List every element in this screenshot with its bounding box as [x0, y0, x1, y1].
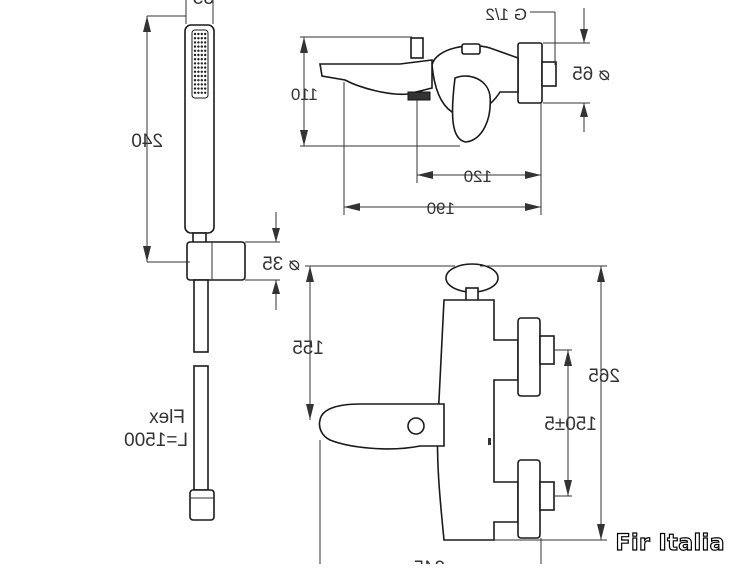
dimension-labels: 35 240 G 1/2 ⌀ 65 110 120 190 ⌀ 35 155 2…	[124, 0, 620, 569]
spray-dot	[193, 49, 197, 52]
spray-dot	[197, 32, 200, 36]
spray-dot	[197, 87, 200, 90]
dim-centers: 150±5	[544, 414, 597, 435]
spray-dot	[204, 87, 207, 90]
spray-dot	[197, 41, 200, 44]
spray-dot	[200, 79, 203, 82]
spray-dot	[204, 79, 207, 82]
dim-total-height: 265	[588, 366, 620, 387]
spray-dot	[200, 58, 203, 61]
spray-dot	[204, 41, 207, 44]
spray-dot	[193, 41, 197, 44]
dim-front-width: 245	[413, 558, 445, 564]
dim-spout-total: 190	[427, 199, 455, 218]
spray-face	[191, 29, 209, 99]
spray-dot	[200, 37, 203, 40]
spray-dot	[193, 83, 197, 86]
side-view	[300, 8, 590, 215]
spray-dot	[193, 70, 197, 74]
spray-dot	[204, 37, 207, 40]
spray-dot	[197, 49, 200, 52]
spray-dot	[193, 66, 197, 69]
dim-rosette-diameter: ⌀ 65	[572, 64, 610, 85]
spray-dot	[197, 37, 200, 40]
spray-dot	[200, 32, 203, 36]
spray-dot	[200, 62, 203, 65]
spray-dot	[204, 49, 207, 52]
spray-dot	[200, 87, 203, 90]
spray-dot	[197, 79, 200, 82]
spray-dot	[204, 70, 207, 74]
spray-dot	[200, 74, 203, 78]
spray-dot	[193, 58, 197, 61]
spray-dot	[200, 66, 203, 69]
spray-dot	[193, 32, 197, 36]
hand-shower	[143, 0, 280, 521]
front-view	[305, 263, 607, 564]
spray-dot	[204, 83, 207, 86]
brand-logo: Fir Italia	[615, 530, 725, 556]
spray-dot	[204, 91, 207, 95]
spray-dot	[197, 91, 200, 95]
spray-dot	[200, 83, 203, 86]
spray-dot	[200, 45, 203, 48]
dim-hose-length: L=1500	[124, 430, 188, 451]
spray-dot	[204, 74, 207, 78]
spray-dot	[204, 32, 207, 36]
spray-dot	[204, 66, 207, 69]
spray-dot	[193, 37, 197, 40]
spray-dot	[204, 45, 207, 48]
spray-dot	[193, 79, 197, 82]
spray-dot	[200, 41, 203, 44]
spray-dot	[204, 58, 207, 61]
spray-dot	[200, 49, 203, 52]
spray-dot	[193, 45, 197, 48]
spray-dot	[204, 62, 207, 65]
dim-hand-shower-width: 35	[193, 0, 214, 9]
dim-holder-diameter: ⌀ 35	[262, 254, 300, 275]
spray-dot	[197, 66, 200, 69]
spray-dot	[197, 83, 200, 86]
spray-dot	[200, 91, 203, 95]
spray-dot	[193, 53, 197, 57]
spray-dot	[200, 53, 203, 57]
spray-dot	[197, 62, 200, 65]
spray-dot	[193, 87, 197, 90]
dim-thread: G 1/2	[485, 5, 527, 24]
spray-dot	[193, 62, 197, 65]
spray-dot	[193, 74, 197, 78]
spray-dot	[197, 45, 200, 48]
dim-hand-shower-length: 240	[131, 131, 163, 152]
spray-dot	[197, 58, 200, 61]
dim-spout-to-body: 120	[464, 167, 492, 186]
dim-spout-height: 110	[291, 85, 318, 104]
spray-dot	[197, 74, 200, 78]
dim-hose-name: Flex	[149, 407, 185, 428]
spray-dot	[200, 70, 203, 74]
spray-dot	[197, 53, 200, 57]
spray-dot	[193, 91, 197, 95]
spray-dot	[197, 70, 200, 74]
spray-dot	[204, 53, 207, 57]
dim-front-height: 155	[292, 338, 324, 359]
